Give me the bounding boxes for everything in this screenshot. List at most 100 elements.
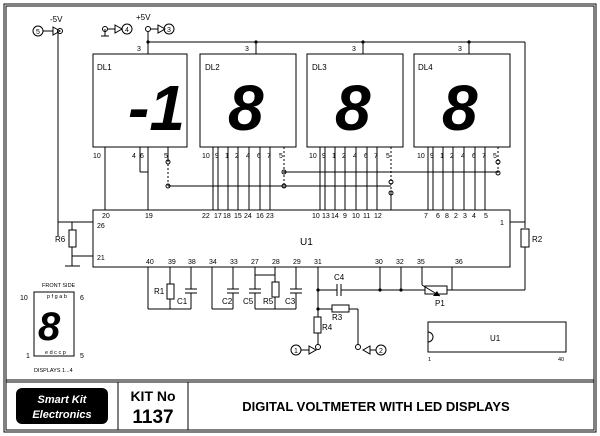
svg-text:5: 5 bbox=[164, 153, 168, 160]
svg-text:2: 2 bbox=[235, 153, 239, 160]
svg-text:40: 40 bbox=[558, 357, 564, 363]
svg-text:39: 39 bbox=[168, 259, 176, 266]
svg-text:17: 17 bbox=[214, 213, 222, 220]
svg-text:3: 3 bbox=[463, 213, 467, 220]
c3-label: C3 bbox=[285, 297, 296, 306]
p1-label: P1 bbox=[435, 299, 445, 308]
page-frame bbox=[3, 3, 597, 433]
input-2-label: 2 bbox=[379, 348, 383, 355]
svg-text:7: 7 bbox=[374, 153, 378, 160]
svg-text:5: 5 bbox=[279, 153, 283, 160]
r2-label: R2 bbox=[532, 235, 543, 244]
svg-text:30: 30 bbox=[375, 259, 383, 266]
svg-text:2: 2 bbox=[450, 153, 454, 160]
svg-text:6: 6 bbox=[80, 295, 84, 302]
svg-text:38: 38 bbox=[188, 259, 196, 266]
logo-line2: Electronics bbox=[32, 409, 91, 421]
svg-text:4: 4 bbox=[353, 153, 357, 160]
svg-text:36: 36 bbox=[455, 259, 463, 266]
dl1-pin3: 3 bbox=[137, 46, 141, 53]
svg-text:10: 10 bbox=[20, 295, 28, 302]
ic-thumb-label: U1 bbox=[490, 334, 501, 343]
terminal-5-label: 5 bbox=[36, 29, 40, 36]
svg-text:1: 1 bbox=[440, 153, 444, 160]
svg-text:13: 13 bbox=[322, 213, 330, 220]
svg-text:6: 6 bbox=[140, 153, 144, 160]
svg-text:24: 24 bbox=[244, 213, 252, 220]
svg-text:2: 2 bbox=[454, 213, 458, 220]
dl1-digit: -1 bbox=[128, 72, 185, 144]
dl1-name: DL1 bbox=[97, 63, 112, 72]
input-1-label: 1 bbox=[294, 348, 298, 355]
c2-capacitor: C2 bbox=[211, 267, 239, 310]
r6-label: R6 bbox=[55, 235, 66, 244]
svg-text:32: 32 bbox=[396, 259, 404, 266]
display-pinout-thumb: FRONT SIDE p f g a b e d c c p 8 10 6 1 … bbox=[20, 283, 84, 374]
svg-text:21: 21 bbox=[97, 255, 105, 262]
r5-label: R5 bbox=[263, 297, 274, 306]
svg-text:27: 27 bbox=[251, 259, 259, 266]
svg-text:9: 9 bbox=[430, 153, 434, 160]
svg-text:4: 4 bbox=[472, 213, 476, 220]
c4-label: C4 bbox=[334, 273, 345, 282]
svg-text:4: 4 bbox=[132, 153, 136, 160]
dl3-pin3: 3 bbox=[352, 46, 356, 53]
svg-text:19: 19 bbox=[145, 213, 153, 220]
svg-text:33: 33 bbox=[230, 259, 238, 266]
svg-text:9: 9 bbox=[215, 153, 219, 160]
svg-text:6: 6 bbox=[472, 153, 476, 160]
svg-text:10: 10 bbox=[93, 153, 101, 160]
input-network: C4 R3 R4 P1 bbox=[313, 267, 453, 345]
svg-text:29: 29 bbox=[293, 259, 301, 266]
svg-text:35: 35 bbox=[417, 259, 425, 266]
page-frame-inner bbox=[5, 5, 595, 431]
dl3-digit: 8 bbox=[335, 72, 371, 144]
r1-c1-network: R1 C1 bbox=[147, 267, 197, 310]
dl3-name: DL3 bbox=[312, 63, 327, 72]
svg-text:11: 11 bbox=[363, 213, 370, 220]
dl2-pin3: 3 bbox=[245, 46, 249, 53]
dl3-pins: 10 9 1 2 4 6 7 5 bbox=[309, 147, 394, 210]
svg-text:5: 5 bbox=[484, 213, 488, 220]
svg-text:18: 18 bbox=[223, 213, 231, 220]
svg-text:10: 10 bbox=[312, 213, 320, 220]
page-title: DIGITAL VOLTMETER WITH LED DISPLAYS bbox=[242, 399, 510, 414]
svg-text:7: 7 bbox=[267, 153, 271, 160]
dl2-digit: 8 bbox=[228, 72, 264, 144]
display-dl2: DL2 8 bbox=[199, 53, 297, 148]
svg-text:1: 1 bbox=[332, 153, 336, 160]
neg5v-terminal: 5 -5V bbox=[32, 15, 63, 236]
dl4-digit: 8 bbox=[442, 72, 478, 144]
svg-text:6: 6 bbox=[364, 153, 368, 160]
dl4-pins: 10 9 1 2 4 6 7 5 bbox=[417, 147, 501, 210]
ic-thumb: U1 1 40 bbox=[427, 321, 567, 363]
r3-label: R3 bbox=[332, 313, 343, 322]
r2-resistor: R2 bbox=[452, 221, 543, 291]
svg-text:22: 22 bbox=[202, 213, 210, 220]
svg-text:10: 10 bbox=[202, 153, 210, 160]
terminal-3-label: 3 bbox=[167, 27, 171, 34]
r4-label: R4 bbox=[322, 323, 333, 332]
svg-text:26: 26 bbox=[97, 223, 105, 230]
svg-text:6: 6 bbox=[257, 153, 261, 160]
dl4-pin3: 3 bbox=[458, 46, 462, 53]
svg-text:7: 7 bbox=[424, 213, 428, 220]
neg5v-label: -5V bbox=[50, 15, 63, 24]
svg-text:10: 10 bbox=[352, 213, 360, 220]
display-dl3: DL3 8 bbox=[306, 53, 404, 148]
terminal-4-label: 4 bbox=[125, 27, 129, 34]
svg-text:1: 1 bbox=[428, 357, 431, 363]
front-side-label: FRONT SIDE bbox=[42, 283, 76, 289]
svg-text:15: 15 bbox=[234, 213, 242, 220]
thumb-digit: 8 bbox=[38, 305, 61, 349]
dl1-pins: 10 4 6 5 bbox=[93, 147, 171, 210]
svg-text:40: 40 bbox=[146, 259, 154, 266]
svg-text:5: 5 bbox=[386, 153, 390, 160]
svg-text:5: 5 bbox=[493, 153, 497, 160]
logo-line1: Smart Kit bbox=[38, 394, 88, 406]
c5-r5-c3-network: C5 R5 C3 bbox=[243, 267, 302, 310]
pos5v-terminal: +5V 3 bbox=[136, 13, 175, 42]
display-dl1: DL1 -1 bbox=[92, 53, 188, 148]
displays-caption: DISPLAYS 1...4 bbox=[34, 368, 73, 374]
